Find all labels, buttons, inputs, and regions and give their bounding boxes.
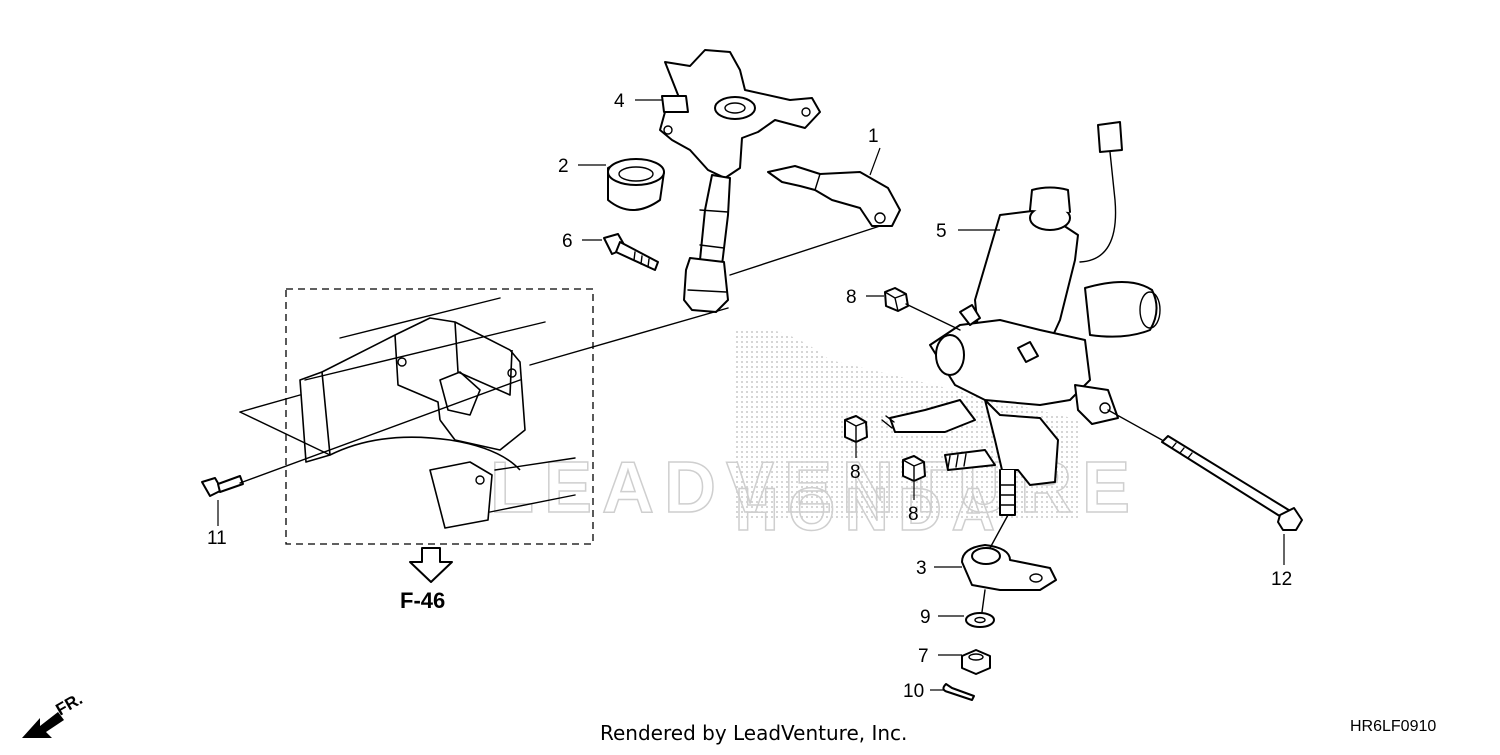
- callout-7: 7: [918, 646, 929, 667]
- callout-3: 3: [916, 558, 927, 579]
- callout-8-top: 8: [846, 287, 857, 308]
- callout-5: 5: [936, 221, 947, 242]
- reference-link[interactable]: F-46: [400, 547, 453, 613]
- washer: [965, 612, 995, 628]
- callout-12: 12: [1271, 569, 1292, 590]
- watermark-text-2: HONDA: [735, 476, 1005, 543]
- callout-10: 10: [903, 681, 924, 702]
- callout-8-middle: 8: [850, 462, 861, 483]
- bolt-12: [1161, 435, 1303, 531]
- direction-arrow-icon: [22, 712, 64, 738]
- reference-label[interactable]: F-46: [400, 588, 445, 613]
- castle-nut: [961, 649, 991, 675]
- front-direction: FR.: [22, 689, 86, 738]
- callout-11: 11: [207, 528, 227, 549]
- steering-shaft-bracket: [659, 49, 821, 313]
- callout-4: 4: [614, 91, 625, 112]
- callout-6: 6: [562, 231, 573, 252]
- frame-section: [239, 288, 594, 545]
- callout-2: 2: [558, 156, 569, 177]
- watermark: LEADVENTURE HONDA: [489, 328, 1131, 544]
- callout-8-bottom: 8: [908, 504, 919, 525]
- callout-1: 1: [868, 126, 879, 147]
- seal: [607, 158, 665, 211]
- eps-unit: [881, 121, 1161, 516]
- rendered-by-credit: Rendered by LeadVenture, Inc.: [600, 721, 907, 745]
- flange-nuts: [844, 287, 926, 482]
- callout-9: 9: [920, 607, 931, 628]
- callout-labels: 1 2 3 4 5 6 7 8 8 8 9 10 11 12: [207, 91, 1292, 702]
- bolt-11: [201, 475, 244, 497]
- leader-lines: [217, 99, 1285, 691]
- cotter-pin: [942, 683, 975, 701]
- arrow-down-icon: [409, 547, 453, 583]
- pitman-arm: [961, 544, 1057, 591]
- bolt: [603, 233, 659, 271]
- diagram-code: HR6LF0910: [1350, 718, 1436, 735]
- reference-box: [285, 288, 594, 545]
- bracket: [767, 165, 901, 227]
